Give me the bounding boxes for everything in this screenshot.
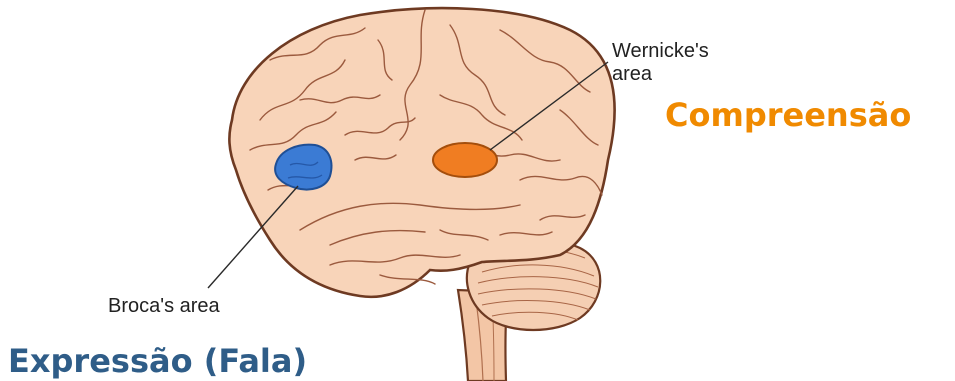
wernicke-area — [433, 143, 497, 177]
comprehension-annotation: Compreensão — [665, 99, 911, 131]
broca-area-label: Broca's area — [108, 295, 220, 318]
expression-annotation: Expressão (Fala) — [8, 345, 307, 377]
wernicke-area-label: Wernicke's area — [612, 40, 752, 86]
